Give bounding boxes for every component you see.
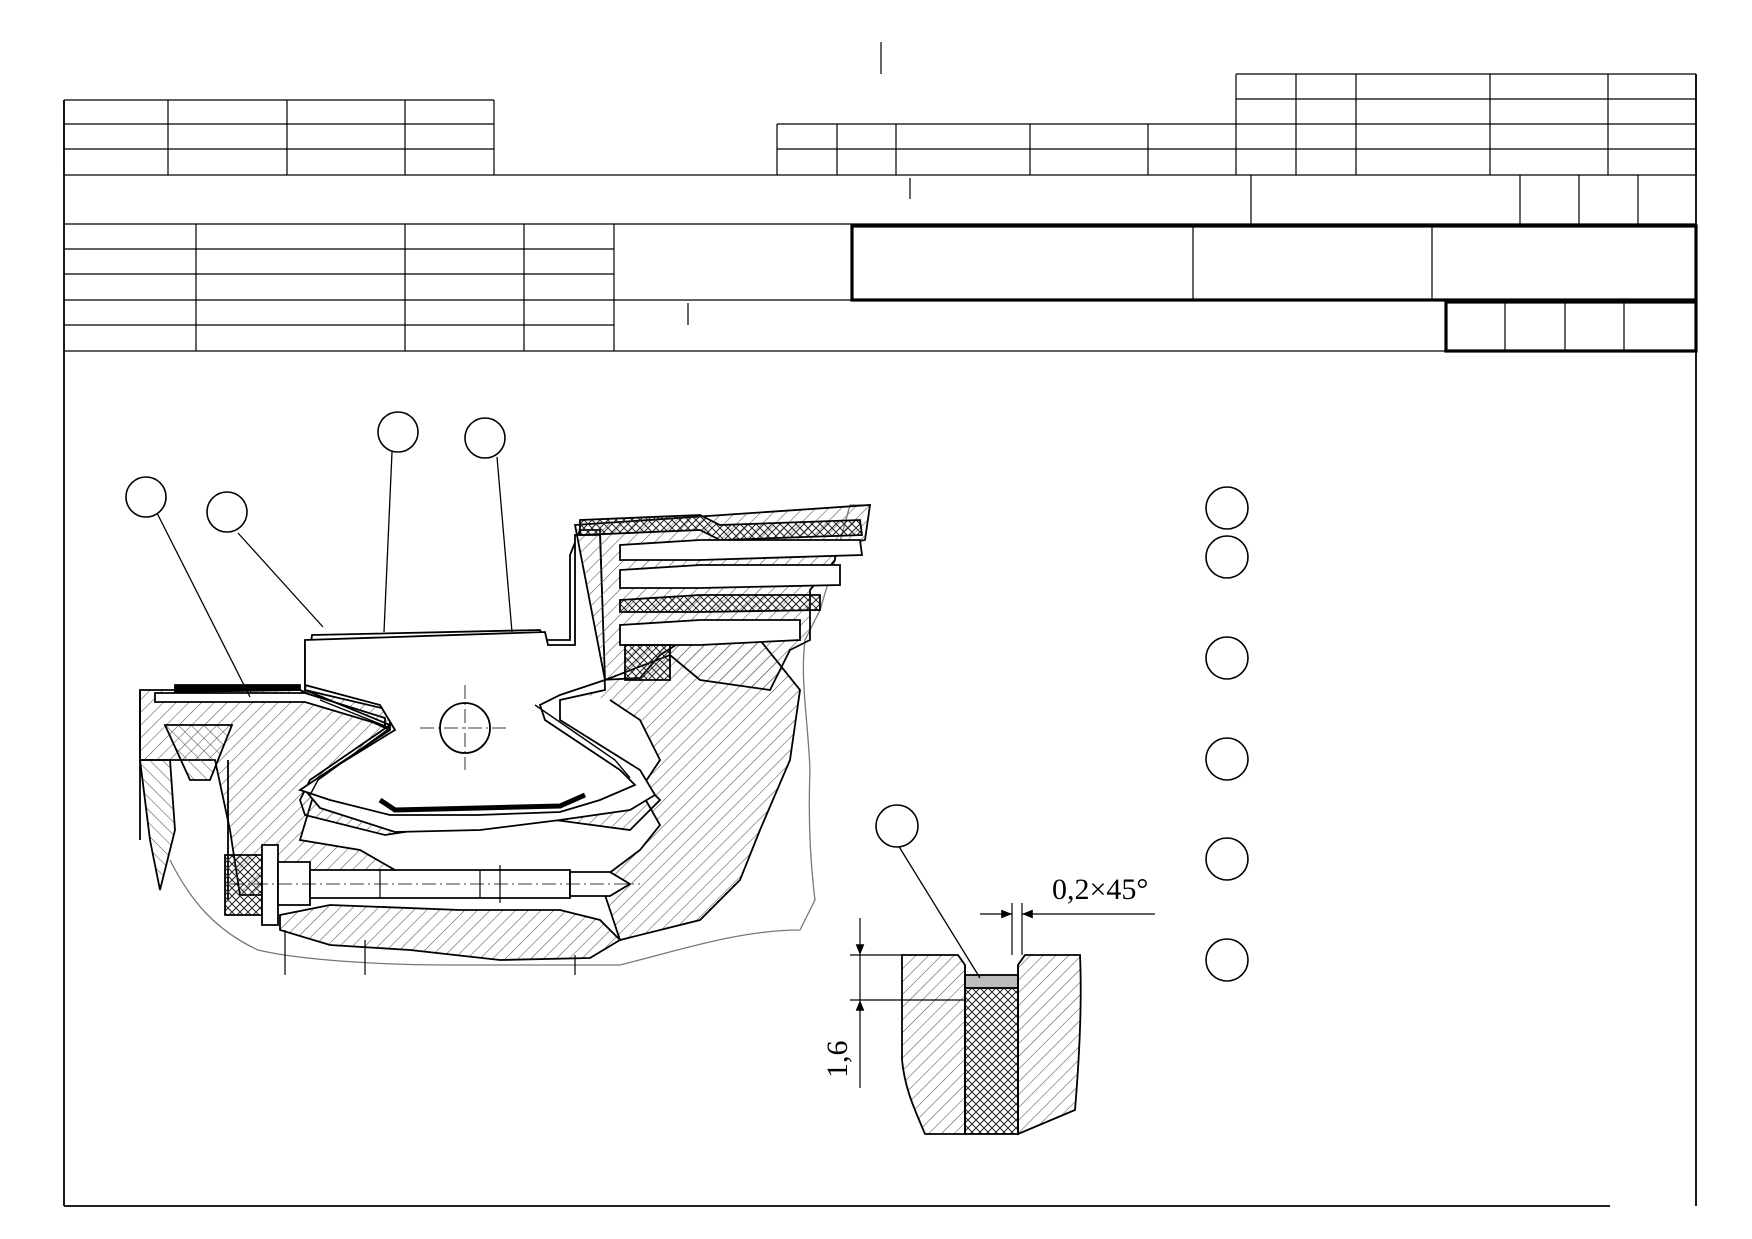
detail-balloon bbox=[875, 804, 919, 848]
sheet-number-box bbox=[1444, 300, 1698, 353]
designation-box bbox=[850, 224, 1698, 302]
balloon-4 bbox=[464, 417, 506, 459]
pin-washer bbox=[277, 861, 311, 906]
leader-1 bbox=[156, 512, 251, 698]
balloon-3 bbox=[377, 411, 419, 453]
balloon-2 bbox=[206, 491, 248, 533]
cover-plate bbox=[174, 684, 301, 693]
rotor-bottom-insulation bbox=[378, 792, 587, 813]
detail-section-view: 0,2×45° 1,6 bbox=[821, 804, 1155, 1136]
v-groove bbox=[163, 724, 234, 781]
detail-core bbox=[964, 987, 1019, 1135]
lamination-1 bbox=[579, 514, 864, 541]
lamination-5 bbox=[619, 619, 801, 646]
detail-right-wall bbox=[1017, 954, 1082, 1136]
main-view-balloons bbox=[125, 411, 513, 698]
legend-balloon-4 bbox=[1205, 737, 1249, 781]
pin-collar bbox=[261, 844, 279, 926]
lamination-4 bbox=[619, 594, 821, 613]
title-block bbox=[63, 42, 1698, 353]
legend-balloon-6 bbox=[1205, 938, 1249, 982]
detail-cap-strip bbox=[964, 974, 1019, 989]
break-outline bbox=[169, 504, 868, 966]
lower-housing bbox=[279, 904, 622, 961]
header-row bbox=[64, 174, 1696, 225]
drawing-frame bbox=[63, 74, 1697, 1207]
detail-leader bbox=[897, 844, 981, 979]
revision-table-left bbox=[63, 99, 495, 175]
detail-left-wall bbox=[901, 954, 966, 1135]
leader-4 bbox=[496, 456, 513, 633]
left-rib bbox=[138, 759, 176, 891]
leader-3 bbox=[383, 451, 393, 633]
rotor-pole bbox=[297, 534, 637, 816]
pin-head bbox=[224, 854, 263, 916]
lamination-3 bbox=[619, 564, 841, 589]
legend-balloons bbox=[1205, 486, 1249, 982]
slot-insulation bbox=[624, 644, 671, 681]
height-dimension: 1,6 bbox=[821, 1041, 854, 1079]
legend-balloon-5 bbox=[1205, 837, 1249, 881]
legend-balloon-2 bbox=[1205, 535, 1249, 579]
main-section-view bbox=[138, 504, 872, 975]
legend-balloon-3 bbox=[1205, 636, 1249, 680]
rotor-inner-contour bbox=[309, 699, 631, 796]
chamfer-dimension: 0,2×45° bbox=[1052, 873, 1148, 906]
revision-table-right bbox=[776, 73, 1697, 175]
leader-2 bbox=[237, 532, 324, 628]
balloon-1 bbox=[125, 476, 167, 518]
signature-grid bbox=[64, 224, 1696, 352]
lamination-2 bbox=[619, 539, 864, 561]
legend-balloon-1 bbox=[1205, 486, 1249, 530]
